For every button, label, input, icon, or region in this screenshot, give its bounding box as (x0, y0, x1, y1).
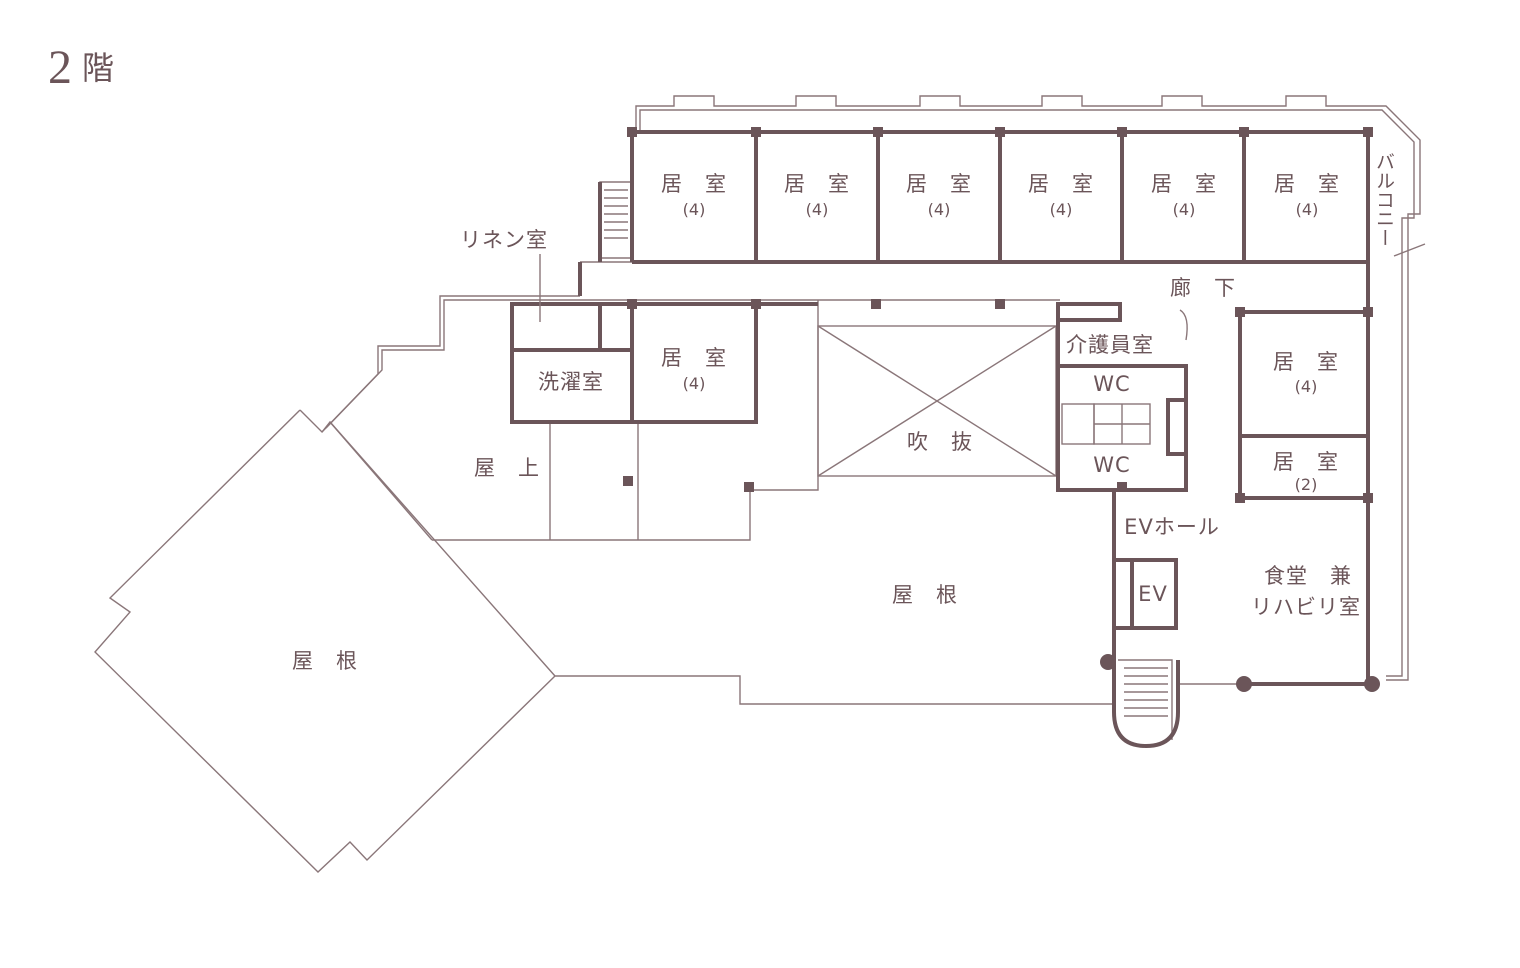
wc-label-upper: WC (1093, 372, 1131, 396)
floor-number: 2 (48, 41, 72, 94)
rooftop-label: 屋 上 (474, 456, 540, 480)
floor-unit: 階 (82, 49, 115, 87)
room-2-label: 居 室 (784, 172, 850, 196)
wall-room-left (632, 302, 758, 424)
care-staff-room-label: 介護員室 (1066, 333, 1154, 357)
balcony-outline (635, 95, 1421, 681)
ev-label: EV (1138, 582, 1168, 606)
room-3-label: 居 室 (906, 172, 972, 196)
wall-room-row-top (630, 130, 1372, 264)
roof-outline-left (94, 409, 1112, 873)
dining-label-line1: 食堂 兼 (1264, 564, 1352, 588)
roof-label-left: 屋 根 (292, 649, 358, 673)
laundry-room-label: 洗濯室 (538, 370, 604, 394)
corridor-label: 廊 下 (1170, 276, 1236, 300)
ev-hall-label: EVホール (1124, 515, 1220, 539)
room-2-capacity: (4) (805, 200, 829, 219)
room-9-capacity: (2) (1294, 475, 1318, 494)
room-4-label: 居 室 (1028, 172, 1094, 196)
wall-care-wc (1056, 302, 1188, 492)
room-9-label: 居 室 (1273, 450, 1339, 474)
room-7-label: 居 室 (661, 346, 727, 370)
room-1-capacity: (4) (682, 200, 706, 219)
room-8-capacity: (4) (1294, 377, 1318, 396)
atrium-label: 吹 抜 (907, 430, 973, 454)
wall-ev (1112, 490, 1178, 660)
stair-bottom (1118, 659, 1173, 740)
room-7-capacity: (4) (682, 374, 706, 393)
dining-label-line2: リハビリ室 (1251, 595, 1361, 619)
linen-leader-line (539, 254, 541, 322)
wc-label-lower: WC (1093, 453, 1131, 477)
stair-top (599, 181, 633, 259)
balcony-label: バルコニー (1373, 152, 1395, 247)
room-8-label: 居 室 (1273, 350, 1339, 374)
linen-room-label: リネン室 (460, 228, 548, 252)
room-4-capacity: (4) (1049, 200, 1073, 219)
rooftop-outline (321, 295, 819, 541)
room-1-label: 居 室 (661, 172, 727, 196)
room-6-capacity: (4) (1295, 200, 1319, 219)
room-6-label: 居 室 (1274, 172, 1340, 196)
room-5-capacity: (4) (1172, 200, 1196, 219)
room-3-capacity: (4) (927, 200, 951, 219)
room-5-label: 居 室 (1151, 172, 1217, 196)
roof-label-center: 屋 根 (892, 583, 958, 607)
